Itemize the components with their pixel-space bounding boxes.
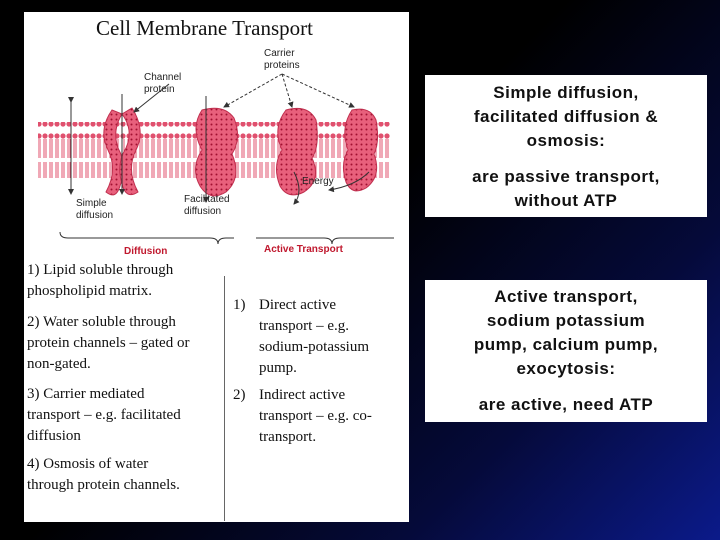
channel-pointer xyxy=(133,83,170,113)
note-line: are active, need ATP xyxy=(478,395,654,414)
active-item-2: Indirect active transport – e.g. co- tra… xyxy=(259,387,372,445)
diffusion-heading: Diffusion xyxy=(124,246,167,257)
note-line: facilitated diffusion & xyxy=(473,107,659,126)
passive-item-3: 3) Carrier mediated transport – e.g. fac… xyxy=(27,386,181,444)
note-line: exocytosis: xyxy=(516,359,616,378)
passive-item-4: 4) Osmosis of water through protein chan… xyxy=(27,456,180,493)
carrier-protein-1 xyxy=(195,107,238,197)
membrane-diagram: Channel protein Carrier proteins Energy … xyxy=(38,48,394,257)
note-line: without ATP xyxy=(514,191,618,210)
note-line: are passive transport, xyxy=(472,167,660,186)
channel-protein-label-2: protein xyxy=(144,84,175,95)
active-transport-heading: Active Transport xyxy=(264,244,344,255)
channel-protein-right xyxy=(119,107,141,196)
passive-item-1: 1) Lipid soluble through phospholipid ma… xyxy=(27,262,174,299)
column-divider xyxy=(224,276,225,521)
passive-transport-note: Simple diffusion, facilitated diffusion … xyxy=(425,75,707,217)
note-line: sodium potassium xyxy=(486,311,646,330)
energy-arrow-1 xyxy=(293,171,300,205)
carrier-label-2: proteins xyxy=(264,60,300,71)
membrane-figure-panel: Cell Membrane Transport xyxy=(24,12,409,522)
carrier-pointer-3 xyxy=(281,73,355,108)
channel-protein-left xyxy=(103,109,124,196)
note-line: Simple diffusion, xyxy=(493,83,639,102)
active-item-2-number: 2) xyxy=(233,387,246,403)
active-item-1: Direct active transport – e.g. sodium-po… xyxy=(259,297,370,376)
figure-title: Cell Membrane Transport xyxy=(96,16,313,40)
energy-arrow-2 xyxy=(328,171,370,193)
note-line: Active transport, xyxy=(494,287,638,306)
active-item-1-number: 1) xyxy=(233,297,246,313)
active-bracket xyxy=(256,237,394,245)
carrier-pointer-1 xyxy=(223,73,283,108)
facilitated-label-1: Facilitated xyxy=(184,194,230,205)
carrier-protein-2 xyxy=(276,107,318,196)
diffusion-bracket xyxy=(59,231,234,245)
carrier-label-1: Carrier xyxy=(264,48,295,59)
energy-label: Energy xyxy=(302,176,334,187)
carrier-protein-3 xyxy=(342,108,379,192)
simple-diffusion-label-2: diffusion xyxy=(76,210,113,221)
note-line: pump, calcium pump, xyxy=(473,335,659,354)
active-transport-note: Active transport, sodium potassium pump,… xyxy=(425,280,707,422)
channel-protein-label-1: Channel xyxy=(144,72,181,83)
passive-item-2: 2) Water soluble through protein channel… xyxy=(27,314,190,372)
carrier-pointer-2 xyxy=(281,73,294,108)
facilitated-label-2: diffusion xyxy=(184,206,221,217)
note-line: osmosis: xyxy=(526,131,606,150)
simple-diffusion-label-1: Simple xyxy=(76,198,107,209)
